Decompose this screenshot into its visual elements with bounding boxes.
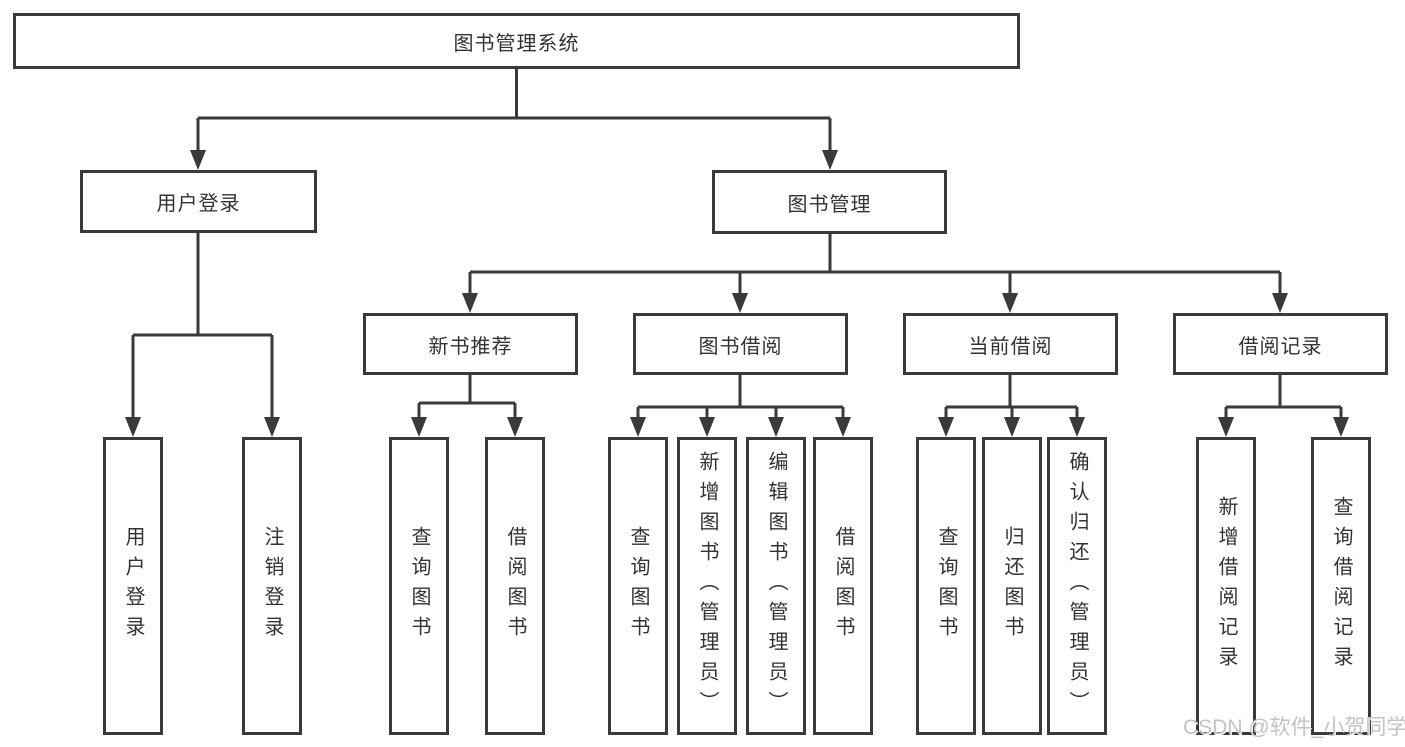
leaf-add-borrow-record: 新增借阅记录 [1196, 437, 1256, 735]
leaf-confirm-return-admin-label: 确认归还（管理员） [1066, 451, 1088, 721]
node-root-system: 图书管理系统 [13, 13, 1020, 69]
leaf-newbook-query-books-label: 查询图书 [408, 526, 430, 646]
leaf-logout: 注销登录 [242, 437, 302, 735]
node-borrow-record-label: 借阅记录 [1238, 335, 1323, 358]
leaf-user-login: 用户登录 [103, 437, 163, 735]
leaf-query-borrow-record-label: 查询借阅记录 [1330, 496, 1352, 676]
node-root-label: 图书管理系统 [453, 32, 580, 55]
node-book-borrow: 图书借阅 [633, 313, 848, 375]
leaf-borrow-query-books-label: 查询图书 [627, 526, 649, 646]
leaf-borrow-books-label: 借阅图书 [832, 526, 854, 646]
leaf-newbook-borrow-books: 借阅图书 [485, 437, 545, 735]
leaf-newbook-query-books: 查询图书 [389, 437, 449, 735]
node-current-borrow-label: 当前借阅 [968, 335, 1053, 358]
leaf-newbook-borrow-books-label: 借阅图书 [504, 526, 526, 646]
leaf-return-books-label: 归还图书 [1001, 526, 1023, 646]
leaf-logout-label: 注销登录 [261, 526, 283, 646]
node-current-borrow: 当前借阅 [903, 313, 1118, 375]
leaf-confirm-return-admin: 确认归还（管理员） [1047, 437, 1107, 735]
node-user-login-label: 用户登录 [156, 193, 241, 215]
node-new-book-recommend-label: 新书推荐 [428, 335, 513, 358]
leaf-edit-books-admin: 编辑图书（管理员） [746, 437, 806, 735]
node-new-book-recommend: 新书推荐 [363, 313, 578, 375]
node-borrow-record: 借阅记录 [1173, 313, 1388, 375]
node-book-borrow-label: 图书借阅 [698, 335, 783, 358]
leaf-add-books-admin-label: 新增图书（管理员） [696, 451, 718, 721]
leaf-borrow-books: 借阅图书 [813, 437, 873, 735]
node-book-management-label: 图书管理 [787, 193, 872, 216]
csdn-watermark: CSDN @软件_小贺同学 [1183, 716, 1405, 739]
leaf-add-books-admin: 新增图书（管理员） [677, 437, 737, 735]
node-book-management: 图书管理 [712, 170, 947, 234]
leaf-borrow-query-books: 查询图书 [608, 437, 668, 735]
node-user-login: 用户登录 [80, 170, 317, 233]
leaf-add-borrow-record-label: 新增借阅记录 [1215, 496, 1237, 676]
leaf-edit-books-admin-label: 编辑图书（管理员） [765, 451, 787, 721]
leaf-current-query-books: 查询图书 [916, 437, 976, 735]
leaf-return-books: 归还图书 [982, 437, 1042, 735]
leaf-user-login-label: 用户登录 [122, 526, 144, 646]
leaf-query-borrow-record: 查询借阅记录 [1311, 437, 1371, 735]
leaf-current-query-books-label: 查询图书 [935, 526, 957, 646]
